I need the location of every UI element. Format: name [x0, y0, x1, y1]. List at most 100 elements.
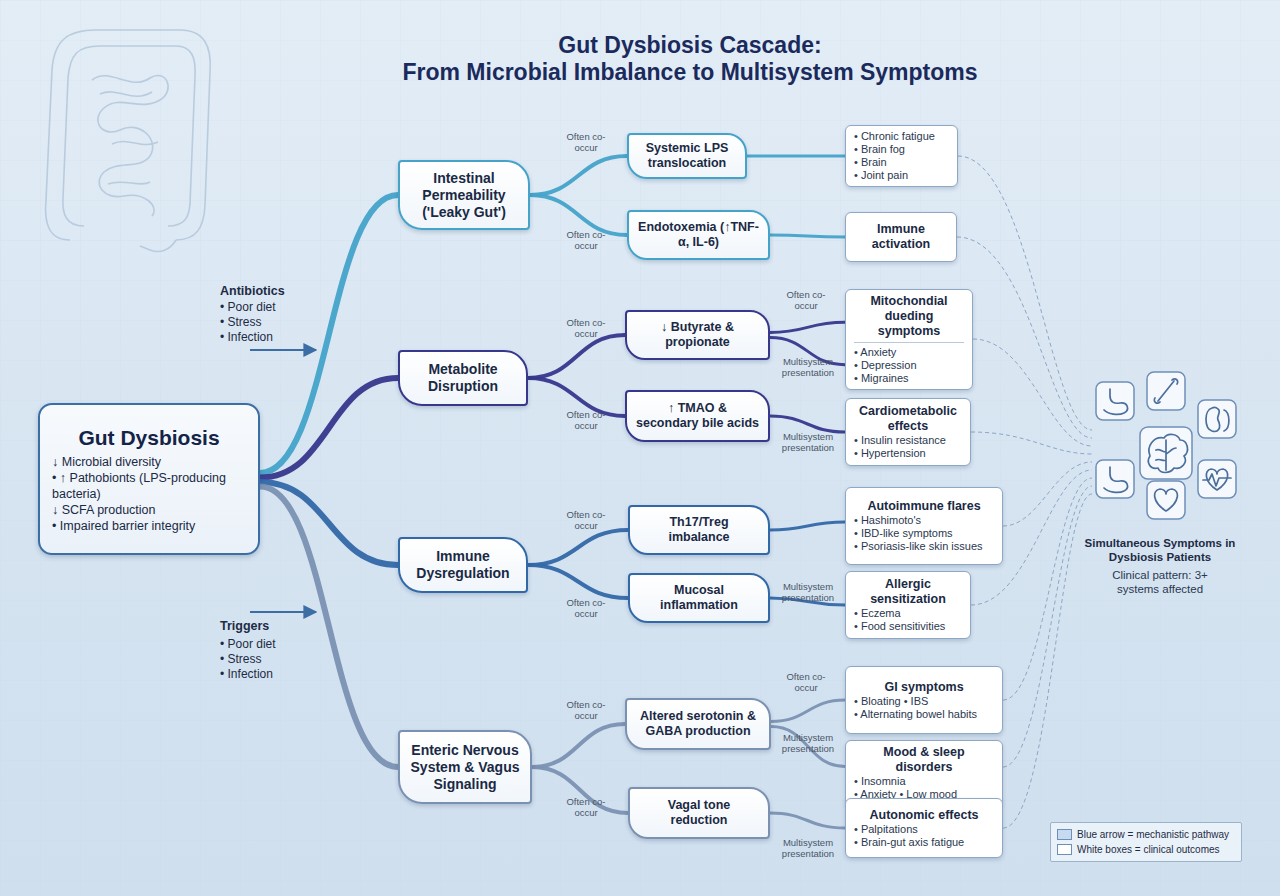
pathway-connector	[532, 724, 625, 767]
pathway-connector	[747, 155, 845, 158]
mechanism-box: Metabolite Disruption	[398, 350, 528, 406]
node-label: Vagal tone reduction	[638, 798, 760, 828]
connector-label: Often co-occur	[555, 132, 617, 153]
icon-tile	[1147, 481, 1185, 519]
trigger-heading: Triggers	[220, 619, 330, 634]
node-label: Intestinal Permeability ('Leaky Gut')	[408, 170, 520, 221]
node-body: ↓ SCFA production	[52, 502, 246, 518]
pathway-connector	[770, 522, 845, 530]
connector-label: Multisystem presentation	[777, 838, 839, 859]
legend-row: White boxes = clinical outcomes	[1057, 842, 1235, 857]
trigger-item: • Stress	[220, 315, 330, 330]
mechanism-box: Immune Dysregulation	[398, 537, 528, 593]
outcome-bullet: • Food sensitivities	[854, 620, 962, 633]
node-label: Th17/Treg imbalance	[638, 515, 760, 545]
outcome-bullet: • Insomnia	[854, 775, 994, 788]
outcome-box: Mood & sleep disorders• Insomnia• Anxiet…	[845, 740, 1003, 806]
trigger-item: • Infection	[220, 667, 330, 682]
outcome-bullet: • Migraines	[854, 372, 964, 385]
outcome-bullet: • Brain	[854, 156, 949, 169]
pathway-connector	[530, 195, 627, 235]
mechanism-box: Enteric Nervous System & Vagus Signaling	[398, 730, 532, 804]
dashed-leader	[958, 156, 1092, 430]
node-label: Immune Dysregulation	[408, 548, 518, 582]
outcome-box: Autonomic effects• Palpitations• Brain-g…	[845, 798, 1003, 858]
pathway-box: Systemic LPS translocation	[627, 133, 747, 179]
outcome-box: Mitochondial dueding symptoms• Anxiety• …	[845, 289, 973, 390]
outcome-bullet: • Psoriasis-like skin issues	[854, 540, 994, 553]
outcome-box: Autoimmune flares• Hashimoto's• IBD-like…	[845, 487, 1003, 565]
icon-tile	[1198, 460, 1236, 498]
connector-label: Multisystem presentation	[777, 357, 839, 378]
dashed-leader	[1003, 494, 1092, 828]
icon-tile	[1140, 427, 1192, 479]
trigger-heading: Antibiotics	[220, 284, 330, 299]
root-box: Gut Dysbiosis↓ Microbial diversity• ↑ Pa…	[38, 403, 260, 555]
trigger-item: • Poor diet	[220, 637, 330, 652]
dashed-leader	[957, 237, 1092, 438]
outcome-box: • Chronic fatigue• Brain fog• Brain• Joi…	[845, 125, 958, 187]
dashed-leader	[1003, 486, 1092, 767]
connector-label: Often co-occur	[555, 598, 617, 619]
outcome-bullet: • Anxiety	[854, 346, 964, 359]
pathway-box: ↓ Butyrate & propionate	[625, 310, 770, 360]
pathway-connector	[770, 235, 845, 237]
outcome-heading: Cardiometabolic effects	[854, 404, 962, 434]
icon-tile	[1147, 372, 1185, 410]
outcome-box: Cardiometabolic effects• Insulin resista…	[845, 398, 971, 466]
brain-icon	[1148, 434, 1187, 472]
intestine-illustration	[46, 30, 211, 252]
outcome-heading: GI symptoms	[854, 680, 994, 695]
node-label: ↓ Butyrate & propionate	[635, 320, 760, 350]
outcome-box: Allergic sensitization• Eczema• Food sen…	[845, 571, 971, 639]
outcome-bullet: • Brain fog	[854, 143, 949, 156]
summary-heading: Simultaneous Symptoms in Dysbiosis Patie…	[1068, 536, 1252, 564]
trigger-arrow	[250, 349, 316, 351]
pathway-connector	[528, 530, 628, 565]
stomach-icon	[1104, 389, 1127, 414]
node-label: Altered serotonin & GABA production	[635, 709, 761, 739]
pathway-connector	[770, 813, 845, 828]
node-label: Systemic LPS translocation	[637, 141, 737, 171]
joint-icon	[1154, 379, 1177, 403]
pathway-connector	[528, 565, 628, 598]
pathway-box: Altered serotonin & GABA production	[625, 698, 771, 750]
icon-tile	[1096, 382, 1134, 420]
outcome-bullet: • Palpitations	[854, 823, 994, 836]
mechanism-box: Intestinal Permeability ('Leaky Gut')	[398, 160, 530, 230]
node-label: Endotoxemia (↑TNF-α, IL-6)	[637, 220, 760, 250]
trigger-item: • Poor diet	[220, 300, 330, 315]
legend-row: Blue arrow = mechanistic pathway	[1057, 827, 1235, 842]
connector-label: Often co-occur	[775, 672, 837, 693]
legend-text: Blue arrow = mechanistic pathway	[1077, 829, 1229, 840]
colon-outline	[46, 30, 211, 240]
outcome-heading: Mood & sleep disorders	[854, 745, 994, 775]
dashed-leader	[1003, 478, 1092, 700]
trigger-item: • Infection	[220, 330, 330, 345]
pathway-connector	[771, 700, 845, 721]
connector-label: Often co-occur	[555, 797, 617, 818]
small-intestine	[92, 75, 168, 216]
outcome-heading: Immune activation	[854, 222, 948, 252]
pathway-box: Endotoxemia (↑TNF-α, IL-6)	[627, 210, 770, 260]
node-label: Enteric Nervous System & Vagus Signaling	[408, 742, 522, 793]
diagram-subtitle: From Microbial Imbalance to Multisystem …	[380, 59, 1000, 86]
pathway-box: ↑ TMAO & secondary bile acids	[625, 390, 770, 442]
pathway-connector	[530, 156, 627, 195]
connector-label: Often co-occur	[555, 230, 617, 251]
outcome-bullet: • Insulin resistance	[854, 434, 962, 447]
symptom-icon-cluster	[1096, 372, 1236, 519]
dashed-leader	[1003, 462, 1092, 526]
pathway-connector	[528, 335, 625, 378]
connector-label: Multisystem presentation	[777, 733, 839, 754]
outcome-bullet: • Chronic fatigue	[854, 130, 949, 143]
node-body: • ↑ Pathobionts (LPS-producing bacteria)	[52, 470, 246, 502]
legend-text: White boxes = clinical outcomes	[1077, 844, 1220, 855]
pathway-box: Mucosal inflammation	[628, 573, 770, 623]
legend-box: Blue arrow = mechanistic pathwayWhite bo…	[1050, 822, 1242, 862]
outcome-heading: Allergic sensitization	[854, 577, 962, 607]
pathway-connector	[770, 322, 845, 332]
pathway-connector	[771, 727, 845, 767]
outcome-bullet: • Brain-gut axis fatigue	[854, 836, 994, 849]
outcome-bullet: • Depression	[854, 359, 964, 372]
